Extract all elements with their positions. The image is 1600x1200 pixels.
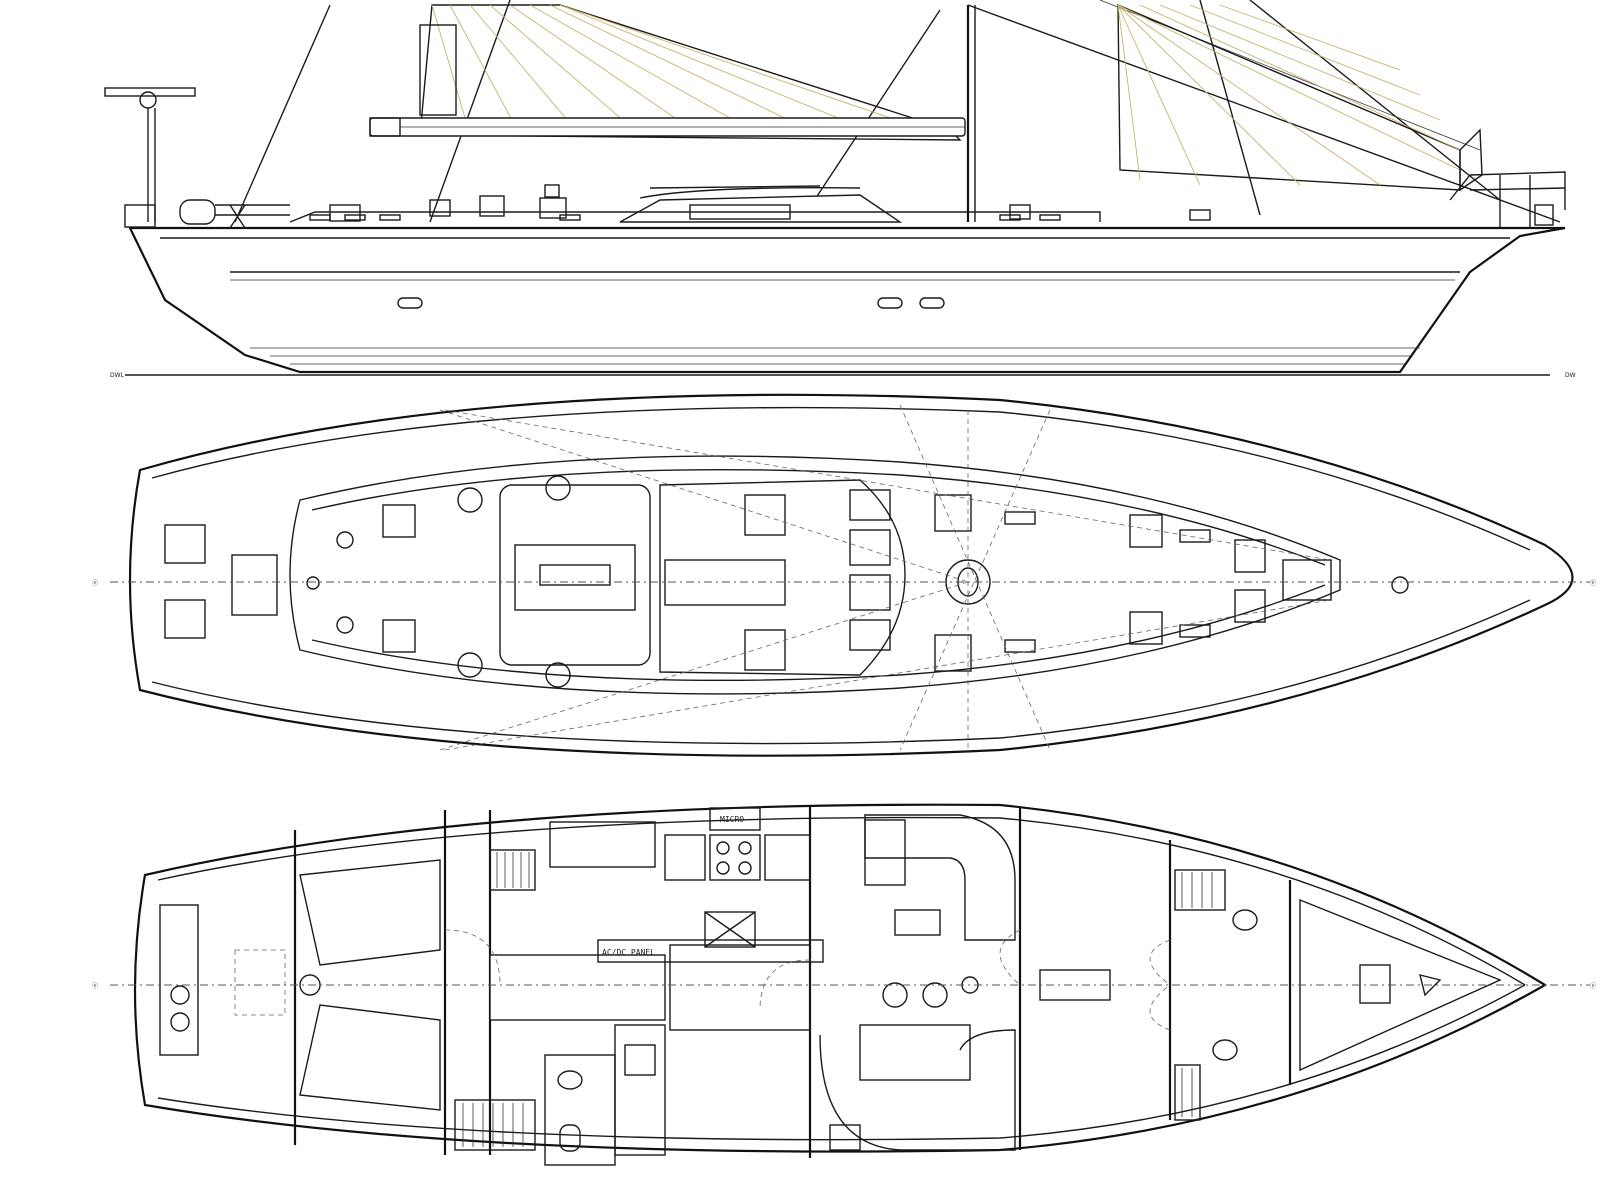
hull-profile xyxy=(128,226,1566,374)
acdc-panel: AC/DC PANEL xyxy=(597,939,824,963)
engine-box xyxy=(489,954,666,1021)
galley: MICRO xyxy=(549,807,811,948)
deck-outline xyxy=(128,393,1574,757)
interior-plan: MICRO AC/DC PANEL xyxy=(92,803,1596,1166)
deck-plan: ⓔ ⓔ xyxy=(92,393,1596,757)
design-waterline: DWL DW xyxy=(110,372,1576,379)
deck-centerline-label-left: ⓔ xyxy=(92,579,98,587)
boom xyxy=(369,117,966,137)
deck-winches xyxy=(306,475,1409,688)
headsail xyxy=(1117,3,1483,192)
hanging-lockers xyxy=(454,849,1226,1151)
stern-gear xyxy=(104,87,290,229)
waterline-label-right: DW xyxy=(1565,372,1576,379)
doghouse xyxy=(659,479,906,676)
saloon xyxy=(819,814,1016,1151)
deck-centerline-label-right: ⓔ xyxy=(1590,579,1596,587)
bow-pulpit xyxy=(1449,171,1566,228)
deckhouse xyxy=(289,184,1211,223)
waterline-label-left: DWL xyxy=(110,372,125,379)
cabin-trunk xyxy=(289,455,1341,695)
profile-view: DWL DW xyxy=(104,0,1576,379)
interior-centerline-label-right: ⓔ xyxy=(1590,982,1596,990)
cockpit xyxy=(499,484,651,666)
rigging xyxy=(234,0,1561,223)
bulkheads xyxy=(293,805,1292,1158)
deck-hatches xyxy=(164,494,1332,672)
acdc-panel-label: AC/DC PANEL xyxy=(602,948,655,957)
micro-label: MICRO xyxy=(720,815,744,824)
interior-centerline-label-left: ⓔ xyxy=(92,982,98,990)
